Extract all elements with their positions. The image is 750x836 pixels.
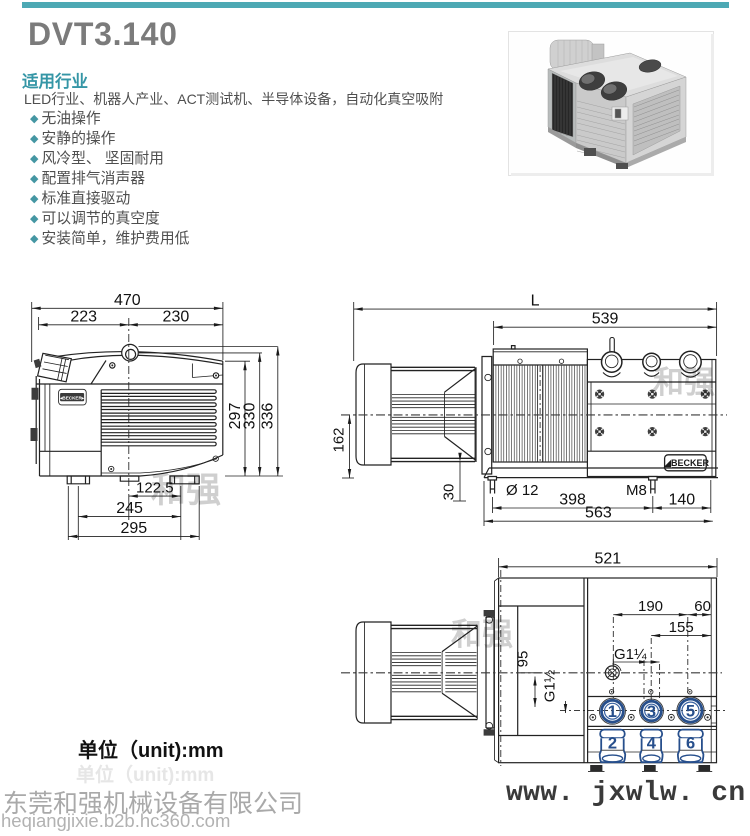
svg-text:162: 162 bbox=[331, 427, 348, 452]
svg-text:122.5: 122.5 bbox=[136, 480, 174, 497]
svg-text:Ø 12: Ø 12 bbox=[506, 482, 539, 499]
svg-text:297: 297 bbox=[227, 403, 244, 430]
svg-text:295: 295 bbox=[120, 520, 147, 537]
svg-text:◢BECKER: ◢BECKER bbox=[663, 458, 709, 468]
svg-text:539: 539 bbox=[592, 311, 619, 328]
svg-text:和强: 和强 bbox=[451, 617, 513, 652]
svg-text:1: 1 bbox=[608, 703, 617, 721]
svg-text:2: 2 bbox=[608, 735, 617, 753]
svg-text:330: 330 bbox=[242, 403, 259, 430]
svg-text:30: 30 bbox=[441, 484, 458, 501]
svg-text:M8: M8 bbox=[626, 482, 647, 499]
svg-text:和强: 和强 bbox=[653, 365, 715, 400]
svg-text:60: 60 bbox=[694, 598, 711, 615]
svg-text:155: 155 bbox=[669, 619, 694, 636]
svg-text:521: 521 bbox=[594, 550, 621, 567]
svg-text:336: 336 bbox=[260, 403, 277, 430]
svg-text:G1½: G1½ bbox=[542, 669, 559, 702]
svg-text:4: 4 bbox=[647, 735, 657, 753]
svg-text:5: 5 bbox=[686, 703, 695, 721]
svg-text:140: 140 bbox=[668, 492, 695, 509]
svg-text:L: L bbox=[531, 293, 540, 310]
svg-text:G1¼: G1¼ bbox=[614, 646, 647, 663]
svg-text:6: 6 bbox=[686, 735, 695, 753]
svg-text:◂BECKER▸: ◂BECKER▸ bbox=[59, 395, 85, 400]
svg-text:563: 563 bbox=[585, 505, 612, 522]
svg-text:190: 190 bbox=[638, 598, 663, 615]
svg-text:223: 223 bbox=[70, 308, 97, 325]
svg-text:和强: 和强 bbox=[151, 471, 221, 510]
svg-text:230: 230 bbox=[163, 308, 190, 325]
svg-text:470: 470 bbox=[114, 292, 141, 309]
svg-text:95: 95 bbox=[515, 651, 532, 668]
svg-text:398: 398 bbox=[559, 492, 586, 509]
svg-text:3: 3 bbox=[647, 703, 656, 721]
svg-text:245: 245 bbox=[116, 500, 143, 517]
